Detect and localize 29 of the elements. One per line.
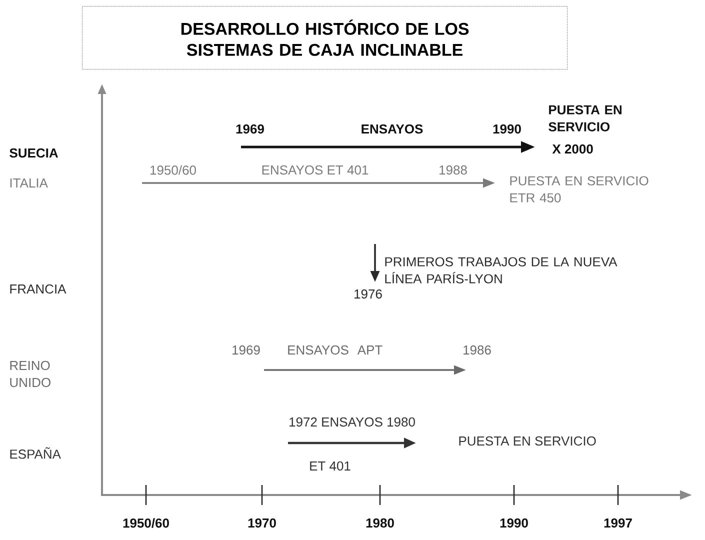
axis-label: 1970: [248, 518, 276, 528]
row-label: ESPAÑA: [10, 447, 61, 459]
phase-label: ENSAYOS ET 401: [262, 165, 368, 175]
phase-label: 1972 ENSAYOS 1980: [290, 417, 415, 427]
row-label: SUECIA: [10, 148, 58, 158]
year-label: 1986: [464, 345, 491, 355]
milestone-text: PRIMEROS TRABAJOS DE LA NUEVA LÍNEA PARÍS-LYON: [385, 257, 618, 284]
model-label: ET 401: [310, 461, 350, 471]
title-box: DESARROLLO HISTÓRICO DE LOS SISTEMAS DE CAJA INCLINABLE: [82, 6, 568, 70]
row-label: FRANCIA: [10, 284, 66, 294]
axis-label: 1980: [366, 518, 394, 528]
year-label: 1990: [493, 124, 521, 134]
year-label: 1950/60: [150, 165, 196, 175]
model-label: X 2000: [552, 144, 593, 154]
phase-label: ENSAYOS: [362, 124, 423, 134]
axis-label: 1997: [604, 518, 632, 528]
model-label: APT: [357, 346, 382, 354]
milestone-text: PUESTA EN SERVICIO: [459, 436, 596, 446]
year-label: 1969: [232, 345, 260, 355]
milestone-text: PUESTA EN SERVICIO: [548, 105, 622, 132]
row-label: REINO UNIDO: [10, 360, 50, 388]
axis-label: 1990: [500, 518, 528, 528]
row-label: ITALIA: [10, 178, 48, 188]
milestone-text: PUESTA EN SERVICIO ETR 450: [510, 176, 648, 202]
year-label: 1969: [236, 124, 264, 134]
year-label: 1988: [440, 165, 467, 175]
year-label: 1976: [354, 289, 382, 299]
axis-label: 1950/60: [123, 518, 169, 528]
phase-label: ENSAYOS: [288, 345, 348, 355]
